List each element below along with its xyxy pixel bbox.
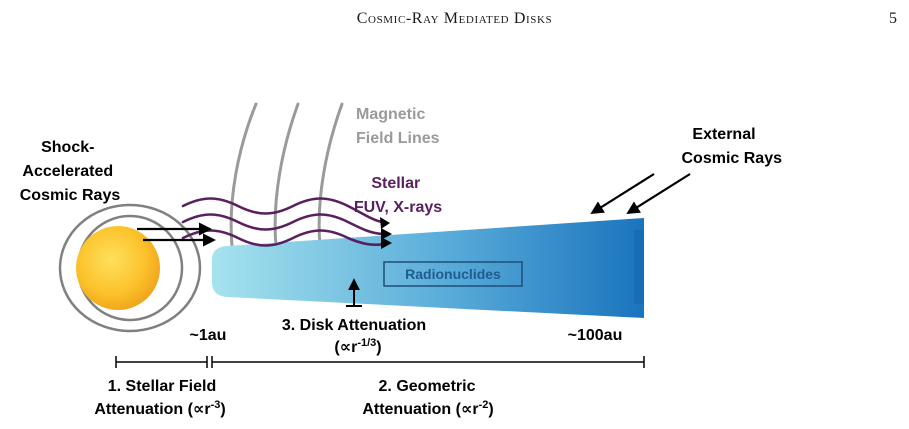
field-line-2 xyxy=(273,102,300,248)
radionuclides-box xyxy=(383,261,523,287)
geometric-attenuation-scaling: Attenuation (∝r-2) xyxy=(362,399,493,418)
stellar-field-attenuation-label: 1. Stellar Field xyxy=(108,378,216,395)
shock-cosmic-ray-arrows xyxy=(137,222,216,247)
stellar-radiation-label: Stellar FUV, X-rays xyxy=(354,175,442,216)
disk-attenuation-label: 3. Disk Attenuation xyxy=(282,317,426,334)
disk-outer-edge xyxy=(634,230,644,304)
inner-radius-label: ~1au xyxy=(190,327,227,344)
star xyxy=(76,226,160,310)
page-header: Cosmic-Ray Mediated Disks 5 xyxy=(0,10,909,34)
radionuclides-label: Radionuclides xyxy=(405,266,501,282)
external-cosmic-ray-arrows xyxy=(590,173,691,215)
page-number: 5 xyxy=(889,10,897,27)
running-title: Cosmic-Ray Mediated Disks xyxy=(356,10,553,27)
outer-radius-label: ~100au xyxy=(568,327,623,344)
stellar-radiation-waves xyxy=(181,197,386,247)
field-line-1 xyxy=(229,102,258,248)
external-cosmic-rays-label: External Cosmic Rays xyxy=(682,126,783,167)
shock-cosmic-rays-label: Shock- Accelerated Cosmic Rays xyxy=(20,139,121,204)
field-line-3 xyxy=(317,102,344,248)
stellar-field-attenuation-scaling: Attenuation (∝r-3) xyxy=(94,399,225,418)
geometric-attenuation-label: 2. Geometric xyxy=(379,378,476,395)
protoplanetary-disk xyxy=(212,218,644,318)
stellar-radiation-arrowheads xyxy=(380,217,392,249)
scale-bars xyxy=(115,356,645,368)
magnetic-field-lines-label: Magnetic Field Lines xyxy=(356,106,440,147)
disk-attenuation-scaling: (∝r-1/3) xyxy=(334,337,381,356)
